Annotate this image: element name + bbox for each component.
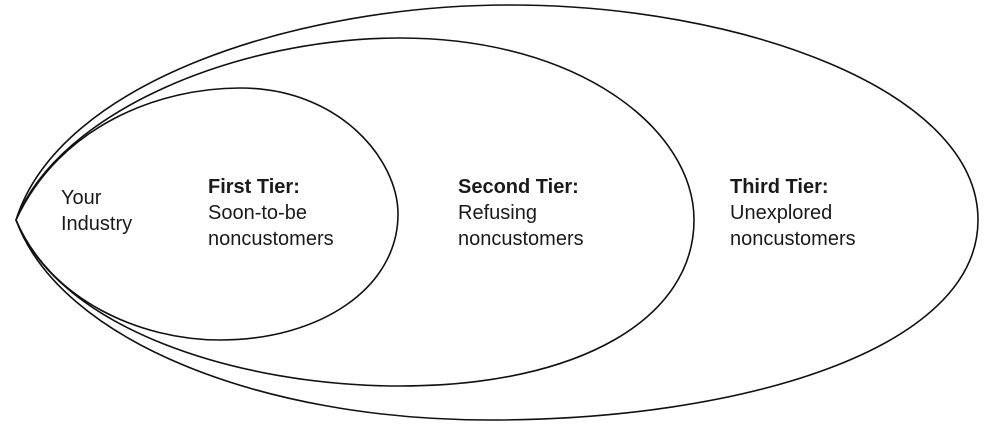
third-tier-line2: noncustomers xyxy=(730,228,856,250)
industry-label-line1: Your xyxy=(61,187,102,209)
third-tier-label: Third Tier: Unexplored noncustomers xyxy=(730,174,856,252)
first-tier-title: First Tier: xyxy=(208,176,300,198)
third-tier-ellipse xyxy=(15,4,979,421)
second-tier-line2: noncustomers xyxy=(458,228,584,250)
industry-label-line2: Industry xyxy=(61,213,133,235)
third-tier-line1: Unexplored xyxy=(730,202,833,224)
second-tier-label: Second Tier: Refusing noncustomers xyxy=(458,174,584,252)
first-tier-line2: noncustomers xyxy=(208,228,334,250)
third-tier-title: Third Tier: xyxy=(730,176,829,198)
first-tier-ellipse xyxy=(15,87,399,341)
second-tier-title: Second Tier: xyxy=(458,176,579,198)
second-tier-ellipse xyxy=(15,37,695,387)
first-tier-label: First Tier: Soon-to-be noncustomers xyxy=(208,174,334,252)
first-tier-line1: Soon-to-be xyxy=(208,202,307,224)
industry-label: Your Industry xyxy=(61,185,132,237)
second-tier-line1: Refusing xyxy=(458,202,537,224)
